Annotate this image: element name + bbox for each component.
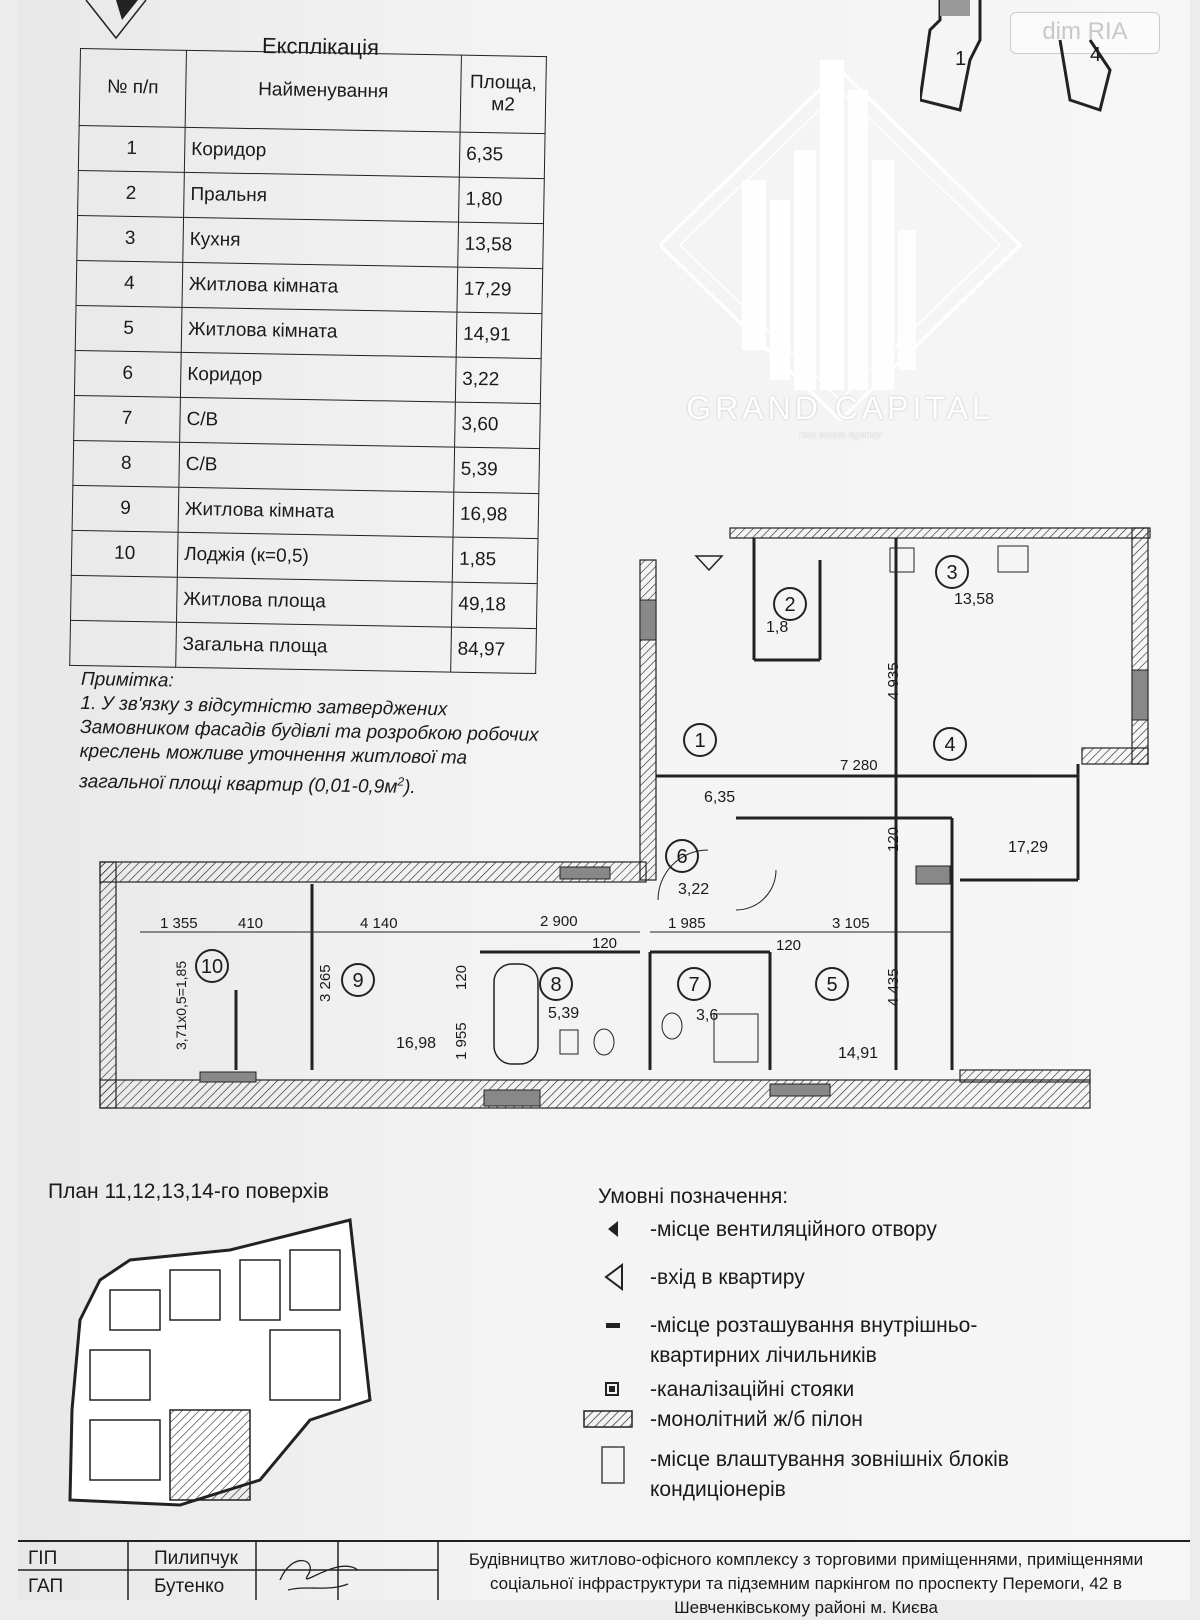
bathtub-icon (493, 963, 539, 1065)
svg-text:10: 10 (201, 956, 223, 978)
room-areas: 6,35 1,8 13,58 17,29 14,91 3,22 3,6 5,39… (173, 591, 1048, 1062)
svg-text:7: 7 (688, 974, 699, 996)
dim-label: 1 355 (160, 915, 198, 932)
key-plan-label-4: 4 (1090, 44, 1102, 66)
title-role-2: ГАП (28, 1576, 64, 1597)
dim-label: 3 105 (832, 915, 870, 932)
key-plan-fragment (920, 0, 1112, 112)
toilet-icon (661, 1012, 683, 1040)
watermark-logo: dim RIA (1010, 12, 1160, 54)
room-marker-1: 1 (683, 723, 717, 757)
room-area-2: 1,8 (766, 619, 788, 636)
room-area-7: 3,6 (696, 1007, 718, 1024)
dim-label: 1 955 (453, 1022, 470, 1060)
project-description: Будівництво житлово-офісного комплексу з… (468, 1550, 1144, 1617)
plan-caption: План 11,12,13,14-го поверхів (48, 1180, 329, 1203)
legend-title: Умовні позначення: (598, 1185, 789, 1208)
hatched-pylon-icon (583, 1410, 633, 1428)
room-marker-8: 8 (539, 967, 573, 1001)
dim-label: 7 280 (840, 757, 878, 774)
ventilation-triangle-icon (608, 1221, 618, 1237)
room-area-3: 13,58 (954, 591, 994, 608)
room-marker-4: 4 (933, 727, 967, 761)
title-block-grid (18, 1540, 1190, 1600)
sewer-riser-icon (605, 1382, 619, 1396)
room-area-8: 5,39 (548, 1005, 579, 1022)
signature-icon (279, 1559, 359, 1591)
grand-capital-logo-icon (660, 60, 1023, 423)
dim-label: 1 985 (668, 915, 706, 932)
entrance-arrow-icon (694, 555, 724, 572)
logo-tagline: real estate agency (799, 430, 881, 441)
ac-unit-box-icon (601, 1446, 625, 1484)
dim-label: 120 (885, 827, 902, 852)
shower-icon (713, 1013, 759, 1063)
svg-text:8: 8 (550, 974, 561, 996)
meter-bar-icon (606, 1323, 620, 1328)
svg-text:6: 6 (676, 846, 687, 868)
room-marker-7: 7 (677, 967, 711, 1001)
room-marker-6: 6 (665, 839, 699, 873)
svg-text:3: 3 (946, 562, 957, 584)
floor-plan: 1 2 3 4 5 6 7 8 9 10 6,35 1,8 13,58 17,2… (99, 527, 1151, 1109)
toilet-icon (593, 1028, 615, 1056)
room-markers: 1 2 3 4 5 6 7 8 9 10 (195, 555, 969, 1001)
title-name-2: Бутенко (154, 1576, 225, 1597)
compass-icon (85, 0, 147, 40)
dimension-labels: 4 935 7 280 120 1 355 410 4 140 2 900 1 … (160, 662, 902, 1060)
room-area-4: 17,29 (1008, 839, 1048, 856)
key-plan-label-1: 1 (955, 48, 967, 70)
dim-label: 4 935 (885, 662, 902, 700)
dimension-lines (140, 560, 1078, 933)
dim-label: 3 265 (317, 964, 334, 1002)
stove-icon (997, 545, 1029, 573)
dim-label: 120 (776, 937, 801, 954)
logo-wordmark: GRAND CAPITAL (686, 390, 994, 426)
door-swing (735, 869, 777, 911)
room-marker-10: 10 (195, 949, 229, 983)
exterior-walls (99, 527, 1151, 1109)
dim-label: 4 435 (885, 968, 902, 1006)
title-name-1: Пилипчук (154, 1548, 238, 1569)
entrance-arrow-icon (604, 1263, 623, 1291)
room-area-9: 16,98 (396, 1035, 436, 1052)
room-area-1: 6,35 (704, 789, 735, 806)
dim-label: 4 140 (360, 915, 398, 932)
dim-label: 120 (453, 965, 470, 990)
room-area-5: 14,91 (838, 1045, 878, 1062)
svg-text:2: 2 (784, 594, 795, 616)
room-area-10: 3,71x0,5=1,85 (173, 961, 189, 1050)
washbasin-icon (559, 1029, 579, 1055)
title-role-1: ГІП (28, 1548, 58, 1569)
room-area-6: 3,22 (678, 881, 709, 898)
room-marker-9: 9 (341, 963, 375, 997)
room-marker-5: 5 (815, 967, 849, 1001)
dim-label: 120 (592, 935, 617, 952)
dim-label: 2 900 (540, 913, 578, 930)
room-marker-3: 3 (935, 555, 969, 589)
door-swing (657, 849, 709, 901)
svg-text:1: 1 (694, 730, 705, 752)
svg-text:4: 4 (944, 734, 955, 756)
pylons (199, 599, 1149, 1107)
floor-key-plan (68, 1218, 372, 1507)
dim-label: 410 (238, 915, 263, 932)
sink-icon (889, 547, 915, 573)
room-marker-2: 2 (773, 587, 807, 621)
svg-text:5: 5 (826, 974, 837, 996)
svg-text:9: 9 (352, 970, 363, 992)
